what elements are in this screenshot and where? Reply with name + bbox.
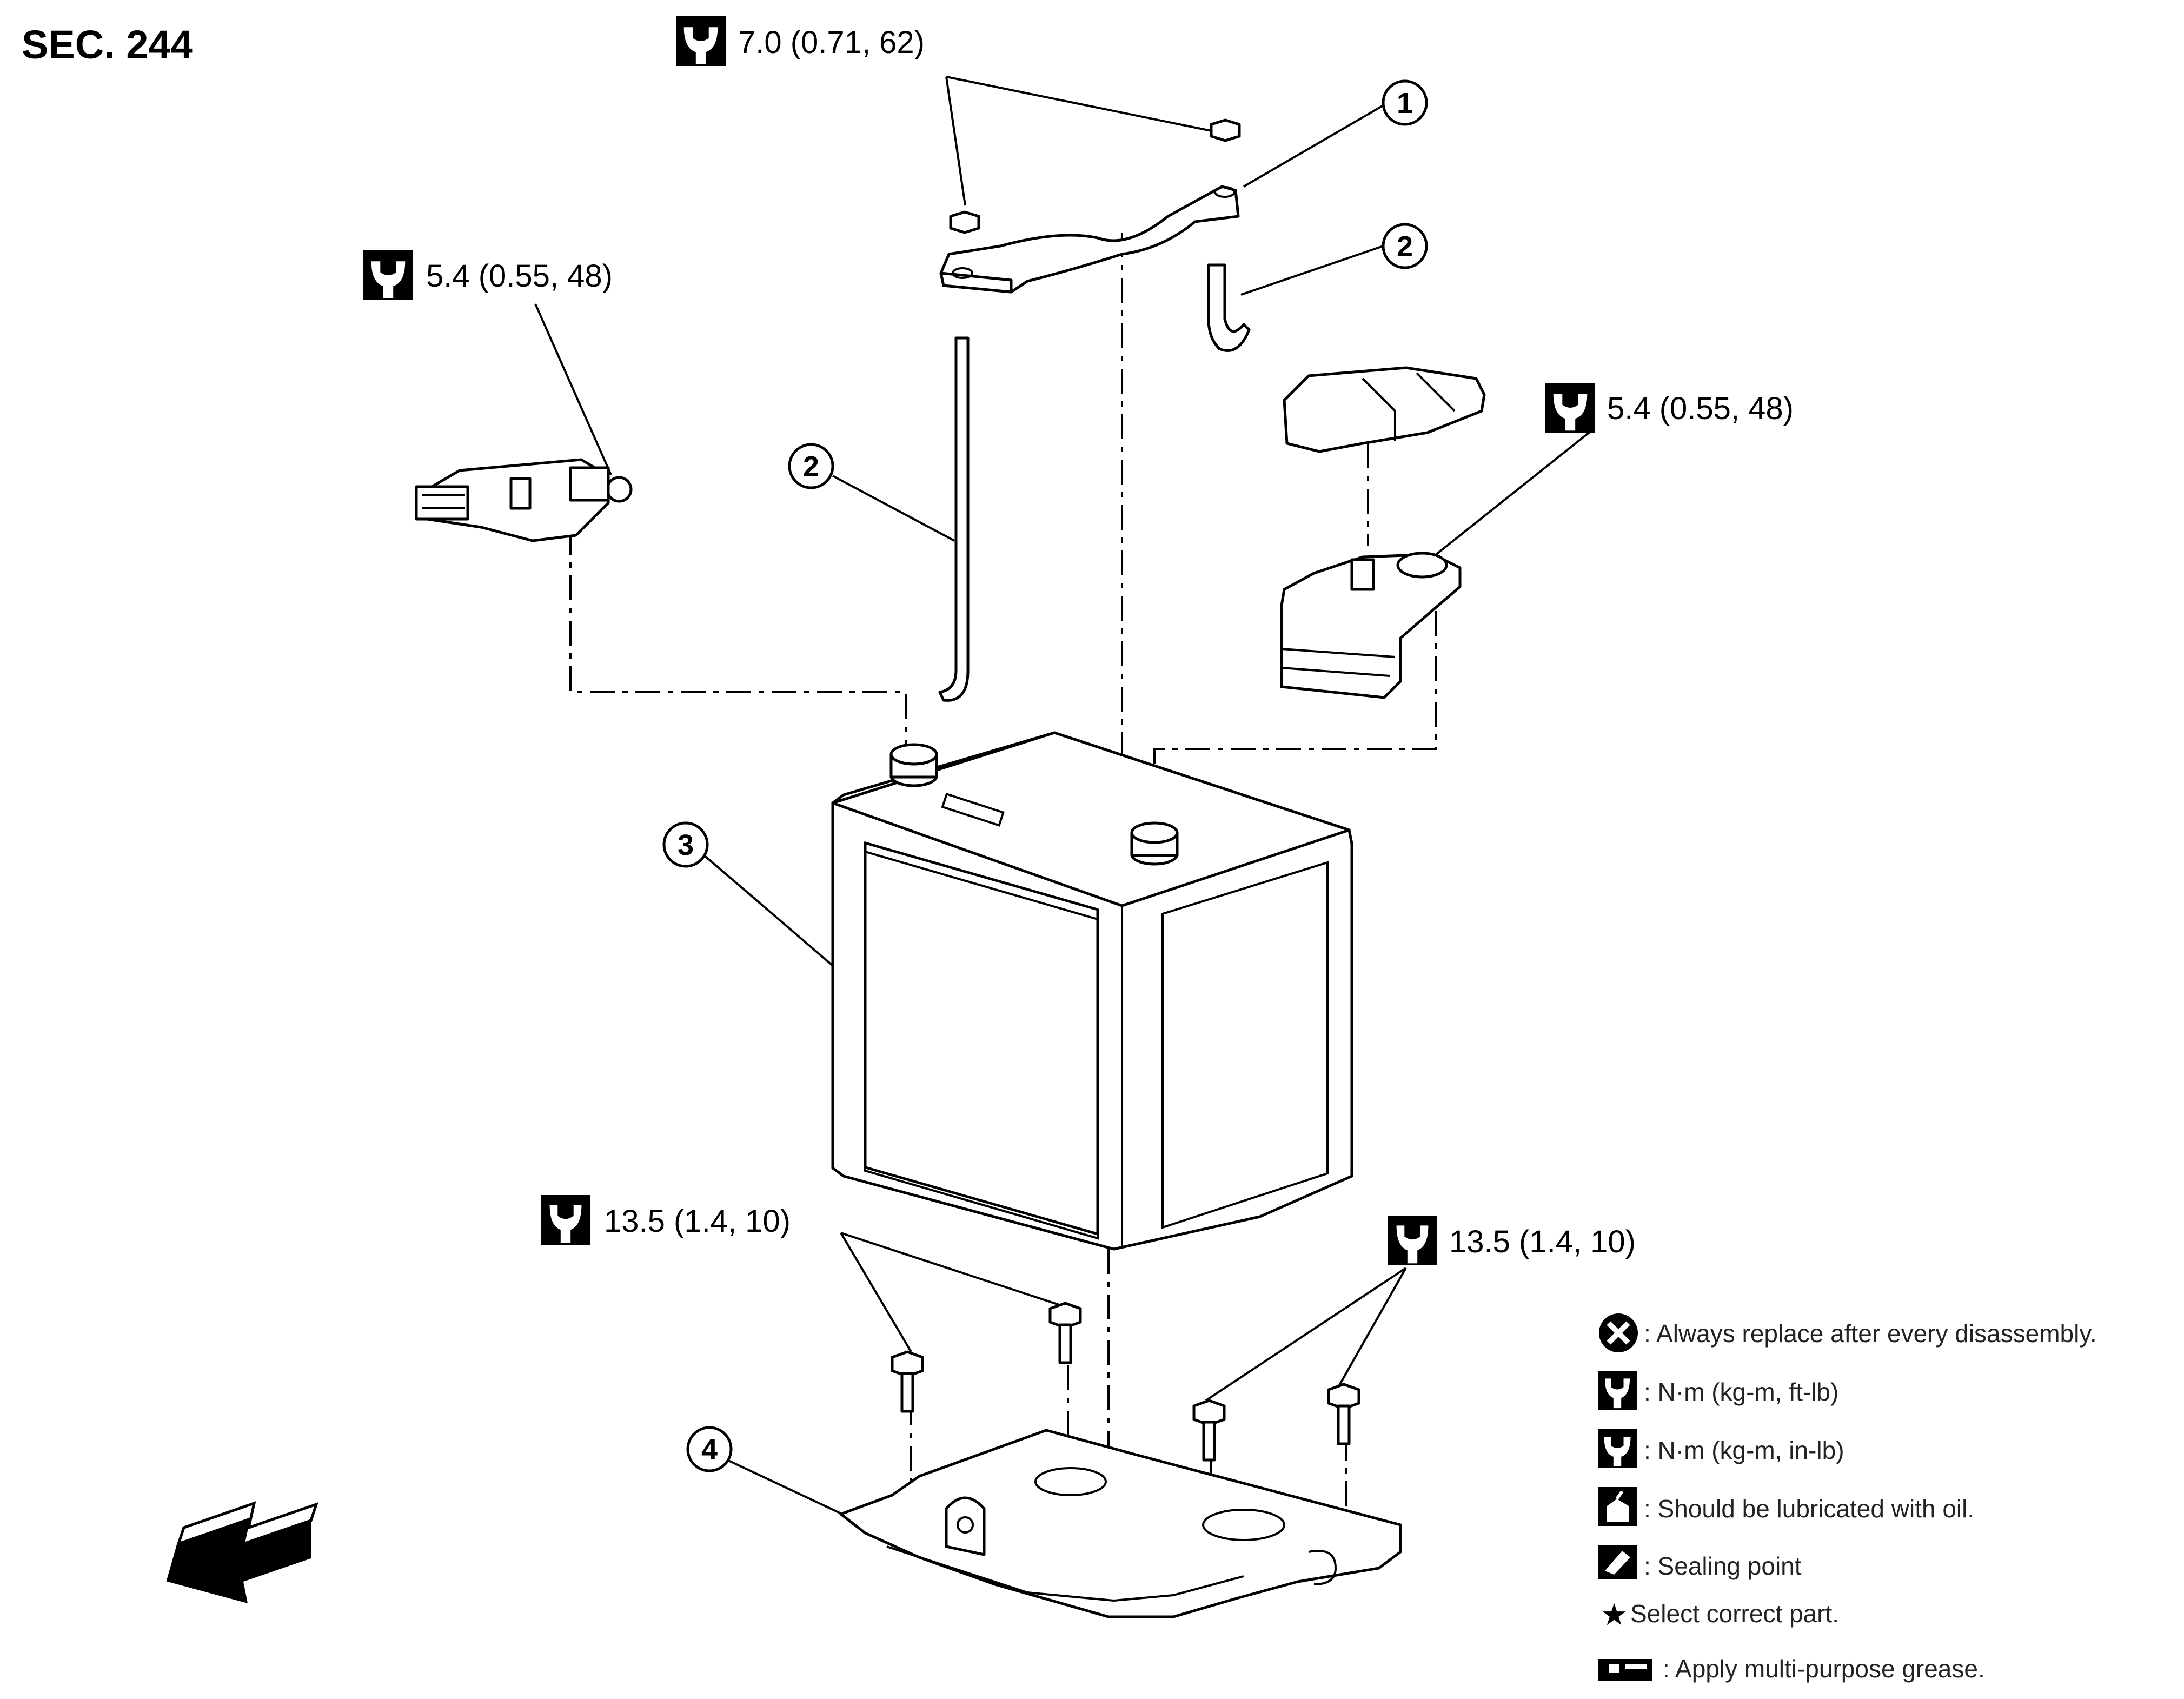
torque-inlb-icon xyxy=(1598,1429,1637,1468)
callout-number: 3 xyxy=(678,829,694,861)
rod-left xyxy=(938,336,970,702)
sealing-icon xyxy=(1598,1545,1637,1579)
torque-ftlb-icon xyxy=(1598,1371,1637,1410)
callout-1: 1 xyxy=(1382,79,1428,126)
torque-value: 13.5 (1.4, 10) xyxy=(1449,1224,1636,1259)
legend: : Always replace after every disassembly… xyxy=(1598,1313,2097,1683)
legend-item: : N·m (kg-m, ft-lb) xyxy=(1598,1371,1838,1410)
legend-text: : N·m (kg-m, in-lb) xyxy=(1644,1436,1844,1464)
grease-icon xyxy=(1598,1659,1652,1681)
torque-inlb-icon xyxy=(1545,383,1595,433)
negative-terminal xyxy=(415,458,633,542)
legend-text: : Always replace after every disassembly… xyxy=(1644,1319,2097,1348)
callout-2-left: 2 xyxy=(788,443,834,489)
legend-text: : N·m (kg-m, ft-lb) xyxy=(1644,1378,1838,1406)
torque-value: 7.0 (0.71, 62) xyxy=(738,25,925,60)
legend-item: : Sealing point xyxy=(1598,1545,1802,1580)
legend-text: Select correct part. xyxy=(1630,1600,1839,1628)
legend-item: : N·m (kg-m, in-lb) xyxy=(1598,1429,1844,1468)
callout-3: 3 xyxy=(662,821,709,868)
torque-label-left-terminal: 5.4 (0.55, 48) xyxy=(363,250,613,300)
assembly-lines xyxy=(569,233,1437,1590)
callout-number: 2 xyxy=(803,450,819,483)
legend-item: : Apply multi-purpose grease. xyxy=(1598,1655,1985,1683)
oil-can-icon xyxy=(1598,1487,1637,1526)
torque-value: 5.4 (0.55, 48) xyxy=(426,258,613,294)
rod-right xyxy=(1207,263,1251,352)
positive-terminal xyxy=(1280,552,1462,699)
callout-4: 4 xyxy=(686,1426,733,1472)
tray-bolts xyxy=(891,1302,1360,1462)
terminal-cover xyxy=(1283,366,1486,453)
torque-label-bracket-nuts: 7.0 (0.71, 62) xyxy=(676,16,925,66)
battery-tray xyxy=(839,1429,1402,1618)
section-label: SEC. 244 xyxy=(22,22,193,67)
legend-item: : Always replace after every disassembly… xyxy=(1599,1313,2097,1352)
star-icon: ★ xyxy=(1601,1597,1628,1632)
torque-label-tray-bolts-right: 13.5 (1.4, 10) xyxy=(1388,1216,1636,1265)
callout-number: 4 xyxy=(701,1433,718,1466)
torque-value: 13.5 (1.4, 10) xyxy=(604,1204,791,1239)
battery xyxy=(831,731,1353,1251)
legend-text: : Sealing point xyxy=(1644,1552,1802,1580)
legend-item: ★ Select correct part. xyxy=(1601,1597,1839,1632)
torque-value: 5.4 (0.55, 48) xyxy=(1607,391,1794,426)
torque-inlb-icon xyxy=(676,16,726,66)
torque-ftlb-icon xyxy=(1388,1216,1437,1265)
legend-text: : Apply multi-purpose grease. xyxy=(1663,1655,1985,1683)
torque-inlb-icon xyxy=(363,250,413,300)
front-direction-arrow-icon xyxy=(166,1501,318,1603)
callout-2-right: 2 xyxy=(1382,223,1428,269)
torque-ftlb-icon xyxy=(541,1195,590,1245)
callout-number: 1 xyxy=(1397,87,1413,120)
replace-icon xyxy=(1599,1313,1638,1352)
legend-item: : Should be lubricated with oil. xyxy=(1598,1487,1974,1526)
hold-down-bracket xyxy=(939,118,1241,294)
torque-label-tray-bolts-left: 13.5 (1.4, 10) xyxy=(541,1195,791,1245)
torque-label-right-terminal: 5.4 (0.55, 48) xyxy=(1545,383,1794,433)
legend-text: : Should be lubricated with oil. xyxy=(1644,1495,1974,1523)
callout-number: 2 xyxy=(1397,230,1413,263)
